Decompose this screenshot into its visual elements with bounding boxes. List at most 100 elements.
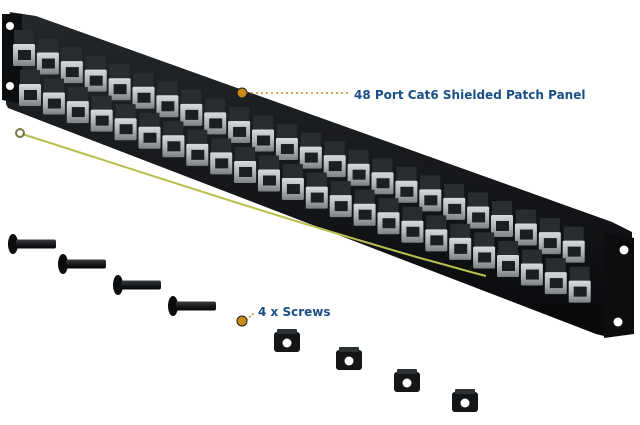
port-latch: [205, 98, 226, 113]
port-socket: [41, 58, 55, 69]
port-latch: [545, 258, 566, 273]
port-latch: [14, 30, 34, 44]
rj45-port: [84, 55, 107, 92]
cage-nut-clip: [455, 389, 475, 394]
cage-nut-clip: [277, 329, 297, 334]
port-latch: [324, 141, 345, 156]
ground-wire: [15, 128, 487, 277]
cage-nut-clip: [339, 347, 359, 352]
rj45-port: [36, 38, 59, 75]
rj45-port: [186, 129, 209, 166]
rj45-port: [258, 155, 280, 192]
port-latch: [372, 158, 393, 173]
port-socket: [448, 203, 462, 214]
ground-wire-lug: [15, 128, 25, 138]
ground-wire-cable: [21, 133, 487, 277]
port-latch: [474, 232, 495, 247]
rj45-port: [305, 172, 328, 209]
port-socket: [143, 132, 157, 143]
right-mounting-ear: [604, 232, 634, 338]
rj45-port: [371, 158, 394, 195]
port-socket: [24, 90, 37, 100]
port-socket: [376, 178, 390, 189]
rj45-port: [538, 218, 561, 255]
port-socket: [334, 201, 348, 212]
port-array: [13, 30, 591, 303]
cage-nut: [274, 329, 300, 352]
rj45-port: [60, 47, 83, 84]
screws-callout-leader: [245, 312, 255, 321]
cage-nut-clip: [397, 369, 417, 374]
cage-nuts: [274, 329, 478, 412]
port-socket: [472, 212, 486, 223]
port-socket: [119, 124, 133, 135]
screw: [8, 234, 56, 254]
screws-callout-dot: [236, 315, 248, 327]
patch-panel: [2, 12, 634, 338]
port-latch: [85, 55, 106, 70]
port-socket: [209, 118, 223, 129]
port-socket: [286, 184, 300, 195]
screw-head: [113, 275, 123, 295]
rj45-port: [90, 95, 113, 132]
port-latch: [235, 146, 256, 161]
port-latch: [348, 149, 369, 164]
port-socket: [65, 67, 79, 78]
port-latch: [539, 218, 560, 233]
rj45-port: [13, 30, 35, 66]
port-socket: [161, 101, 175, 112]
rj45-port: [347, 149, 370, 186]
rj45-port: [275, 124, 298, 161]
rj45-port: [132, 72, 155, 109]
rj45-port: [299, 132, 322, 169]
port-socket: [519, 229, 533, 240]
port-latch: [563, 226, 584, 241]
port-latch: [468, 192, 489, 207]
screw-head: [58, 254, 68, 274]
port-socket: [233, 126, 247, 137]
port-socket: [89, 75, 103, 86]
port-latch: [306, 172, 327, 187]
port-socket: [310, 192, 324, 203]
port-latch: [330, 181, 351, 196]
rj45-port: [210, 138, 233, 175]
port-socket: [502, 261, 515, 271]
port-socket: [567, 246, 581, 257]
rj45-port: [568, 266, 591, 303]
rj45-port: [449, 223, 472, 260]
rj45-port: [425, 215, 448, 252]
port-socket: [18, 50, 31, 60]
screw-shaft: [16, 239, 56, 249]
rj45-port: [114, 104, 137, 141]
screw-head: [168, 296, 178, 316]
port-latch: [282, 164, 303, 179]
rj45-port: [467, 192, 490, 229]
port-socket: [496, 221, 509, 231]
port-socket: [263, 175, 276, 186]
rj45-port: [138, 112, 161, 149]
port-latch: [521, 249, 542, 264]
right-ear-hole-bottom: [613, 317, 623, 327]
port-socket: [257, 135, 270, 146]
port-socket: [328, 161, 342, 172]
rj45-port: [419, 175, 442, 212]
rj45-port: [520, 249, 543, 286]
cage-nut-hole: [402, 378, 412, 388]
port-socket: [304, 152, 318, 163]
port-socket: [454, 243, 468, 254]
port-latch: [426, 215, 447, 230]
screws-callout: [236, 312, 255, 327]
right-ear-hole-top: [619, 245, 629, 255]
rj45-port: [395, 166, 418, 203]
port-latch: [492, 201, 512, 215]
rj45-port: [19, 70, 41, 106]
port-socket: [71, 107, 85, 118]
port-socket: [113, 84, 127, 95]
port-latch: [211, 138, 232, 153]
port-latch: [115, 104, 136, 119]
rj45-port: [491, 201, 513, 237]
port-socket: [167, 141, 181, 152]
rj45-port: [562, 226, 585, 263]
